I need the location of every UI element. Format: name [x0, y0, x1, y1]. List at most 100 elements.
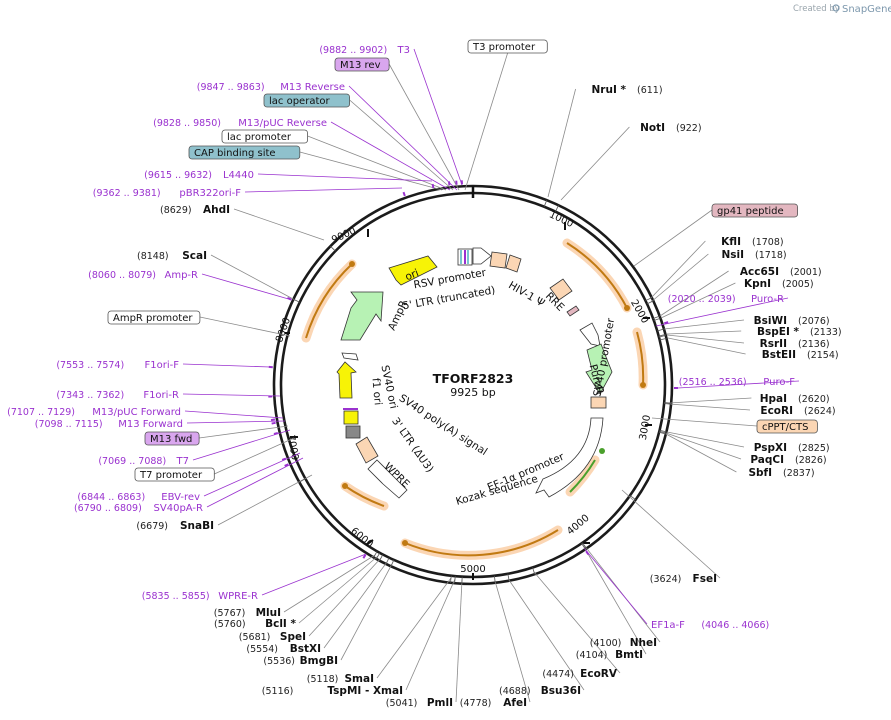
leader-line [668, 403, 751, 411]
primer-mark [663, 321, 669, 325]
enzyme-site-nhei: NheI(4100) [590, 637, 657, 649]
leader-line [186, 420, 286, 424]
leader-line [413, 48, 463, 186]
enzyme-site-bsteii: BstEII(2154) [762, 349, 839, 361]
feature-label-hiv-psi: HIV-1 Ψ [506, 279, 546, 309]
enzyme-name: BstXI [290, 643, 321, 655]
enzyme-name: KflI [721, 236, 741, 248]
primer-site-puro-f: Puro-F(2516 .. 2536) [679, 377, 796, 388]
cut-mark [664, 403, 672, 405]
enzyme-name: SpeI [280, 631, 306, 643]
primer-name: L4440 [223, 170, 254, 181]
primer-site-wpre-r: WPRE-R(5835 .. 5855) [142, 591, 258, 602]
primer-position: (4046 .. 4066) [701, 620, 769, 631]
enzyme-position: (5681) [239, 632, 271, 643]
leader-line [182, 393, 281, 397]
enzyme-site-nsii: NsiI(1718) [721, 249, 786, 261]
lac-block-3 [467, 250, 469, 264]
plasmid-size: 9925 bp [450, 386, 495, 399]
enzyme-site-spei: SpeI (5681) [239, 631, 306, 643]
enzyme-name: Acc65I [740, 266, 779, 278]
primer-mark [431, 183, 435, 189]
enzyme-position: (5118) [307, 674, 339, 685]
enzyme-position: (8148) [137, 251, 169, 262]
callout-label: T3 promoter [472, 42, 536, 53]
leader-line [376, 577, 452, 679]
primer-site-m13-forward: M13 Forward(7098 .. 7115) [35, 419, 183, 430]
leader-line [583, 547, 648, 625]
orf-line [569, 459, 596, 493]
leader-line [547, 88, 576, 198]
cut-mark [582, 542, 587, 549]
cut-mark [645, 297, 652, 302]
leader-line [199, 425, 289, 439]
orf-arrowhead [624, 305, 630, 311]
leader-line [299, 151, 443, 191]
enzyme-name: EcoRV [580, 668, 618, 680]
plasmid-name: TFORF2823 [433, 371, 514, 386]
enzyme-name: AhdI [203, 204, 230, 216]
leader-line [405, 578, 456, 691]
callout-label: lac promoter [227, 132, 292, 143]
enzyme-name: NsiI [721, 249, 744, 261]
primer-site-m13-puc-forward: M13/pUC Forward(7107 .. 7129) [7, 407, 181, 418]
enzyme-site-acc65i: Acc65I(2001) [740, 266, 822, 278]
enzyme-name: KpnI [744, 278, 771, 290]
enzyme-name: EcoRI [760, 405, 793, 417]
lac-block-1 [460, 250, 462, 264]
primer-name: pBR322ori-F [179, 188, 241, 199]
enzyme-site-nrui: NruI *(611) [592, 84, 663, 96]
feature-callout-lac-promoter: lac promoter [221, 129, 308, 144]
leader-line [508, 579, 585, 691]
enzyme-name: BmtI [615, 649, 643, 661]
cut-mark [299, 478, 306, 483]
tick-5000: 5000 [460, 564, 486, 580]
cut-mark [652, 315, 660, 319]
primer-site-sv40pa-r: SV40pA-R(6790 .. 6809) [74, 503, 203, 514]
enzyme-position: (5767) [214, 608, 246, 619]
enzyme-position: (2154) [807, 350, 839, 361]
enzyme-site-fsei: FseI(3624) [650, 573, 717, 585]
leader-line [182, 363, 271, 368]
enzyme-position: (4104) [576, 650, 608, 661]
primer-name: Puro-F [763, 377, 795, 388]
callout-box [221, 129, 308, 144]
primer-position: (6790 .. 6809) [74, 503, 142, 514]
feature-callout-ampr-promoter: AmpR promoter [107, 310, 201, 325]
primer-position: (7553 .. 7574) [56, 360, 124, 371]
tick-label: 3000 [638, 414, 653, 441]
primer-name: F1ori-R [143, 390, 179, 401]
watermark-brand: SnapGene [842, 4, 891, 15]
cut-mark [629, 495, 636, 500]
ltr-block [489, 251, 508, 269]
orf-arrowhead [599, 448, 605, 454]
primer-site-amp-r: Amp-R(8060 .. 8079) [88, 270, 198, 281]
enzyme-name: BsiWI [754, 315, 787, 327]
cut-mark [653, 317, 661, 321]
leader-line [214, 437, 295, 475]
primer-site-ef1a-f: EF1a-F(4046 .. 4066) [651, 620, 769, 631]
ef1a-promoter-arrow [535, 417, 604, 498]
feature-callout-lac-operator: lac operator [263, 93, 350, 108]
leader-line [666, 330, 742, 335]
cut-mark [658, 334, 666, 338]
enzyme-site-ecorv: EcoRV(4474) [542, 668, 617, 680]
enzyme-position: (4688) [499, 686, 531, 697]
enzyme-position: (2624) [804, 406, 836, 417]
enzyme-site-pmli: PmlI(5041) [386, 697, 453, 709]
primer-name: T7 [176, 456, 189, 467]
orf-arc [565, 448, 605, 497]
orf-arrowhead [349, 261, 355, 267]
primer-position: (7098 .. 7115) [35, 419, 103, 430]
enzyme-name: PmlI [427, 697, 453, 709]
enzyme-site-bmti: BmtI (4104) [576, 649, 643, 661]
leader-line [184, 410, 284, 419]
primer-mark [270, 418, 276, 422]
leader-line [199, 316, 291, 337]
cut-mark [659, 337, 667, 341]
enzyme-name: BspEI * [757, 326, 800, 338]
leader-line [533, 571, 621, 674]
enzyme-name: AfeI [503, 697, 527, 709]
enzyme-name: PspXI [754, 442, 787, 454]
callout-box [134, 467, 215, 482]
